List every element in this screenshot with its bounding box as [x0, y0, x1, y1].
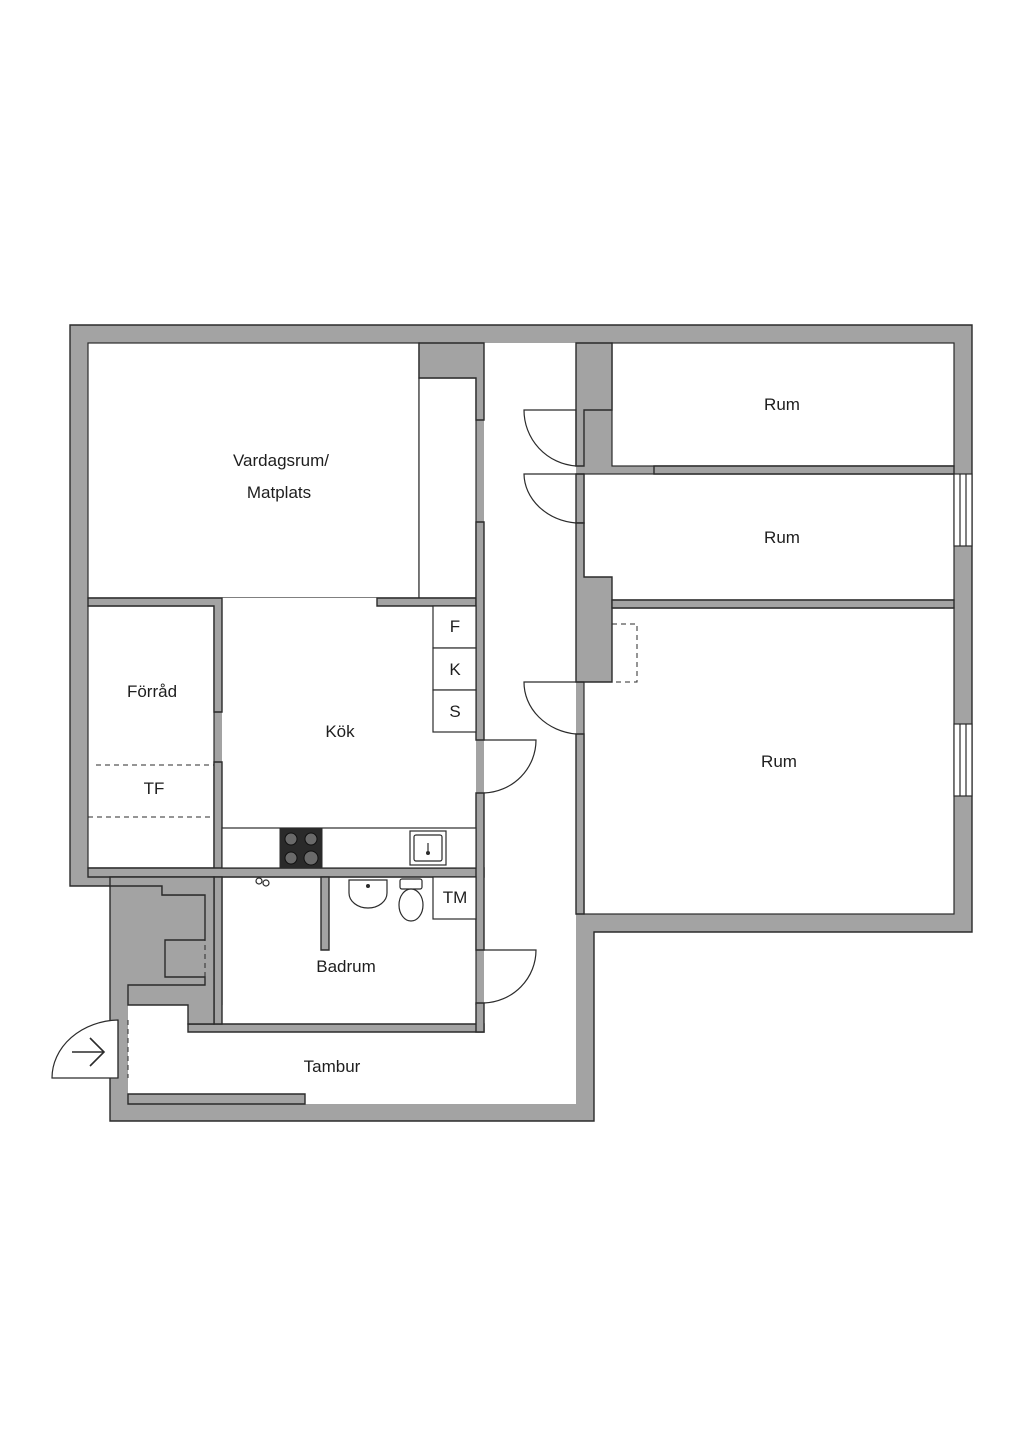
- living-room-floor-b: [418, 377, 477, 599]
- door-room-large: [523, 681, 584, 735]
- wall-hall-middle: [575, 473, 585, 524]
- wall-room-divider-2: [611, 599, 955, 609]
- storage-cabinet: [432, 689, 477, 733]
- wall-bath-left: [213, 876, 223, 1025]
- washing-machine-box: [432, 876, 477, 920]
- sink-icon: [409, 830, 447, 866]
- wall-room-divider-1: [653, 465, 955, 475]
- living-room-floor: [87, 342, 420, 599]
- wall-kitchen-left: [213, 761, 223, 878]
- cabinet-label: S: [449, 702, 460, 721]
- closet-dashed: [164, 939, 206, 978]
- wall-hall-lower: [575, 733, 585, 915]
- door-bathroom: [483, 949, 537, 1004]
- door-kitchen: [483, 739, 537, 794]
- freezer-label: K: [449, 660, 461, 679]
- drying-cabinet-label: TF: [144, 779, 165, 798]
- room-top-floor: [611, 342, 955, 467]
- wall-closet-block: [109, 876, 215, 1025]
- wall-kitchen-bath: [87, 867, 485, 878]
- wall-kitchen-lower-right: [475, 792, 485, 951]
- room-large-floor: [583, 607, 955, 915]
- toilet-icon: [398, 878, 424, 922]
- wall-tambur-bottom: [127, 1093, 306, 1105]
- shower-icon: [255, 877, 270, 887]
- wall-living-kitchen: [87, 597, 223, 713]
- door-room-top: [523, 409, 577, 467]
- wall-bath-bottom: [187, 1023, 485, 1033]
- bathroom-label: Badrum: [316, 957, 376, 976]
- window-large-room: [953, 723, 973, 797]
- room-large-label: Rum: [761, 752, 797, 771]
- window-middle-room: [953, 473, 973, 547]
- wall-kitchen-counter-top: [376, 597, 477, 607]
- fridge-cabinet: [432, 605, 477, 649]
- wall-bath-partition: [320, 876, 330, 951]
- washing-machine-label: TM: [443, 888, 468, 907]
- hall-floor: [484, 410, 576, 1100]
- stove-icon: [279, 828, 323, 868]
- living-room-label-line2: Matplats: [247, 483, 311, 502]
- entrance-hall-label: Tambur: [304, 1057, 361, 1076]
- wardrobe-large-room: [611, 623, 638, 683]
- room-middle-floor: [583, 473, 955, 601]
- door-room-middle: [523, 473, 584, 524]
- living-room-label: Vardagsrum/: [233, 451, 329, 470]
- storage-floor: [87, 605, 215, 869]
- fridge-label: F: [450, 617, 460, 636]
- room-middle-label: Rum: [764, 528, 800, 547]
- wall-bath-right-lower: [475, 1002, 485, 1033]
- storage-label: Förråd: [127, 682, 177, 701]
- door-entrance: [51, 1019, 119, 1079]
- kitchen-label: Kök: [325, 722, 355, 741]
- entrance-arrow-icon: [72, 1037, 106, 1067]
- room-top-label: Rum: [764, 395, 800, 414]
- wall-living-corner: [418, 342, 485, 421]
- wall-kitchen-right: [475, 521, 485, 741]
- washbasin-icon: [348, 879, 388, 909]
